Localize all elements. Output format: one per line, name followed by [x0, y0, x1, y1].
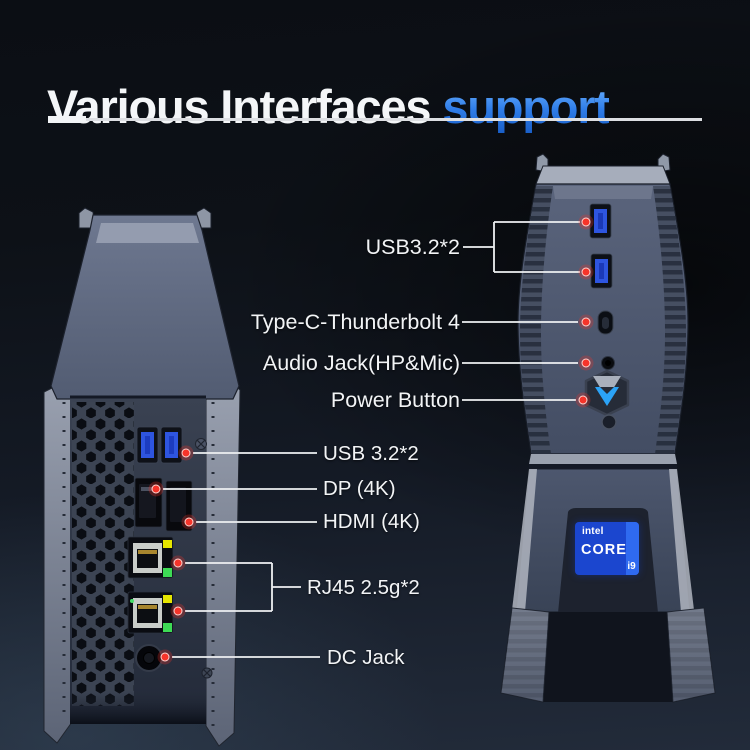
front-top-band: [535, 165, 671, 185]
intel-core-i9-badge: intel CORE i9: [575, 522, 639, 575]
callout-dots: [148, 214, 594, 665]
reset-ring: [601, 414, 617, 430]
label-rear-usb: USB 3.2*2: [323, 442, 419, 465]
label-hdmi: HDMI (4K): [323, 510, 420, 533]
line-rj45: [185, 562, 301, 612]
badge-model: i9: [627, 561, 636, 572]
power-button: [584, 369, 630, 417]
screw-icon-bottom: [201, 667, 213, 679]
front-face-highlight: [553, 186, 653, 199]
led-green: [163, 568, 172, 577]
audio-jack-port: [601, 356, 615, 370]
base-left-leg-fins: [501, 608, 549, 702]
rear-left-rail: [43, 379, 73, 744]
title-underline-thin: [86, 118, 702, 121]
front-left-fins: [520, 186, 553, 454]
usb-c-port: [597, 310, 614, 335]
screw-icon-top: [195, 438, 207, 450]
callout-lines: [163, 221, 580, 658]
label-power-button: Power Button: [330, 388, 460, 412]
badge-strip: [626, 522, 639, 575]
badge-brand: intel: [582, 526, 604, 537]
status-led-green: [130, 599, 134, 603]
label-dp: DP (4K): [323, 477, 396, 500]
base-right-leg-fins: [667, 608, 715, 702]
front-right-fins: [653, 186, 686, 454]
lower-left-rail: [512, 469, 537, 612]
title-accent: support: [442, 80, 610, 134]
rear-top-highlight: [96, 223, 199, 243]
rj45-port-1: [127, 536, 174, 579]
rear-usb-port-1: [136, 426, 159, 464]
label-dc-jack: DC Jack: [327, 646, 405, 669]
label-rj45: RJ45 2.5g*2: [307, 576, 420, 599]
rj45-port-2: [127, 591, 174, 634]
mini-pc-front-view: [500, 153, 716, 703]
mini-pc-rear-view: [43, 207, 241, 747]
front-usb-port-2: [590, 253, 613, 289]
label-front-usb: USB3.2*2: [365, 235, 460, 259]
title-main: Various Interfaces: [47, 80, 432, 134]
led-green: [163, 623, 172, 632]
led-yellow: [163, 595, 172, 603]
panel-bottom-shadow: [70, 690, 206, 724]
front-usb-port-1: [589, 203, 612, 239]
hdmi-port: [165, 480, 193, 532]
label-audio-jack: Audio Jack(HP&Mic): [262, 351, 460, 375]
rear-usb-port-2: [160, 426, 183, 464]
dc-jack-port: [135, 644, 163, 672]
brand-triangle-icon: [595, 387, 619, 406]
rear-top-housing: [50, 214, 240, 400]
lower-right-rail: [669, 469, 694, 612]
led-yellow: [163, 540, 172, 548]
base-center: [539, 612, 677, 702]
label-typec-thunderbolt: Type-C-Thunderbolt 4: [250, 310, 460, 334]
front-seam: [529, 454, 677, 464]
title-underline-thick: [48, 116, 86, 123]
badge-product: CORE: [581, 542, 627, 558]
line-front-usb: [463, 221, 580, 273]
hex-vent-grid: [72, 402, 134, 706]
front-seam-gap: [529, 464, 677, 469]
